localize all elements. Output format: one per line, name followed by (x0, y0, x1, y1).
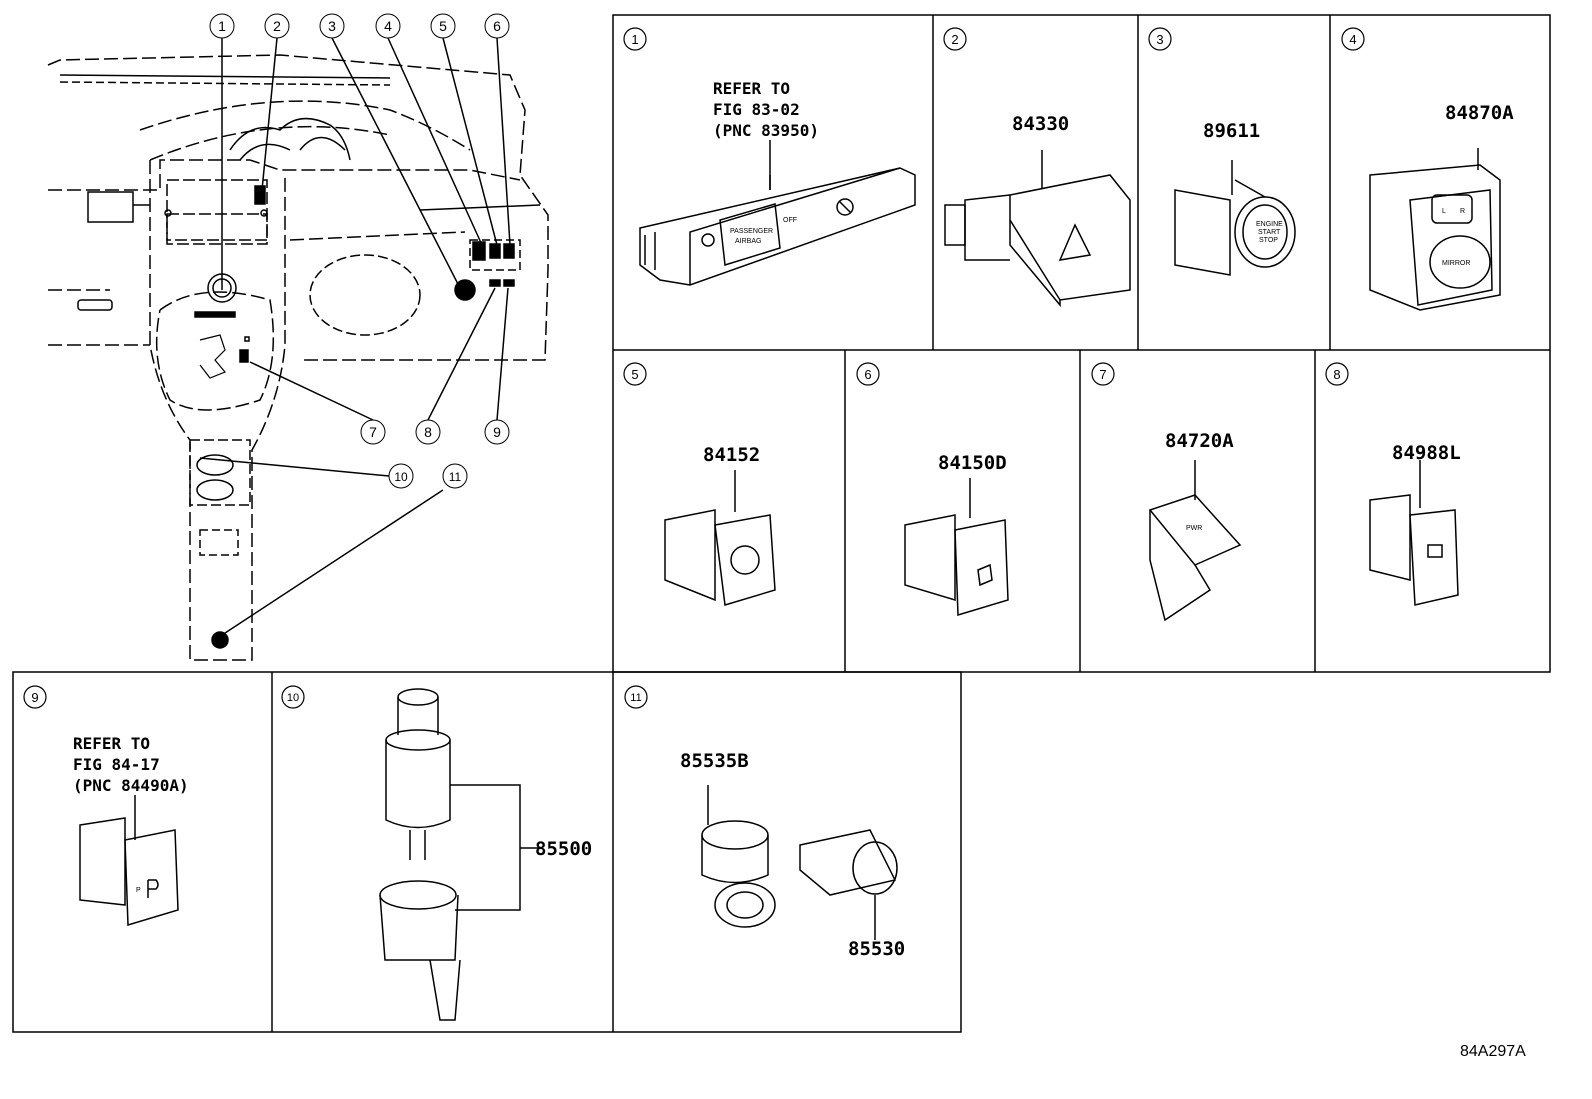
hazard-triangle-icon (1058, 223, 1092, 261)
p7-switch-text: PWR (1186, 525, 1202, 532)
svg-text:8: 8 (424, 424, 432, 440)
svg-text:6: 6 (493, 18, 501, 34)
callout-7: 7 (360, 419, 386, 445)
part-85535B: 85535B (680, 750, 749, 772)
svg-text:11: 11 (630, 692, 641, 704)
hazard-switch-drawing (944, 150, 1131, 308)
svg-text:9: 9 (31, 690, 38, 705)
p3-switch-text-1: ENGINE (1256, 221, 1283, 228)
mirror-switch-drawing (1369, 148, 1501, 311)
p1-switch-text-2: AIRBAG (735, 238, 761, 245)
callout-9: 9 (484, 419, 510, 445)
fog-lamp-switch-drawing (904, 478, 1009, 616)
svg-text:9: 9 (493, 424, 501, 440)
part-89611: 89611 (1203, 120, 1260, 142)
fog-lamp-icon (977, 563, 993, 587)
svg-text:10: 10 (394, 470, 408, 484)
svg-text:3: 3 (1156, 32, 1163, 47)
callout-6: 6 (484, 13, 510, 39)
p9-note-line2: FIG 84-17 (73, 755, 160, 774)
svg-text:4: 4 (384, 18, 392, 34)
callout-10: 10 (388, 463, 414, 489)
svg-text:2: 2 (273, 18, 281, 34)
parking-sensor-switch-drawing (79, 795, 179, 926)
p9-switch-text: P (136, 887, 141, 894)
svg-text:2: 2 (951, 32, 958, 47)
callout-2: 2 (264, 13, 290, 39)
p3-switch-text-2: START (1258, 229, 1281, 236)
svg-text:5: 5 (439, 18, 447, 34)
svg-text:5: 5 (631, 367, 638, 382)
vsc-off-icon (1427, 544, 1443, 558)
callout-4: 4 (375, 13, 401, 39)
p1-note-line1: REFER TO (713, 79, 790, 98)
p9-note-line3: (PNC 84490A) (73, 776, 189, 795)
part-84152: 84152 (703, 444, 760, 466)
power-outlet-drawing (701, 785, 898, 940)
callout-11: 11 (442, 463, 468, 489)
svg-text:4: 4 (1349, 32, 1356, 47)
parking-sensor-icon (147, 879, 159, 898)
part-84988L: 84988L (1392, 442, 1461, 464)
svg-text:7: 7 (369, 424, 377, 440)
part-84870A: 84870A (1445, 102, 1514, 124)
p1-switch-text-1: PASSENGER (730, 228, 773, 235)
part-84720A: 84720A (1165, 430, 1234, 452)
callout-8: 8 (415, 419, 441, 445)
svg-text:8: 8 (1333, 367, 1340, 382)
airbag-indicator-drawing (639, 140, 916, 286)
p1-switch-text-3: OFF (783, 217, 797, 224)
p1-note-line2: FIG 83-02 (713, 100, 800, 119)
p1-note-line3: (PNC 83950) (713, 121, 819, 140)
power-mode-switch-drawing (1148, 460, 1242, 622)
p9-note-line1: REFER TO (73, 734, 150, 753)
svg-text:3: 3 (328, 18, 336, 34)
p4-switch-text-r: R (1460, 208, 1465, 215)
figure-code: 84A297A (1460, 1043, 1526, 1060)
svg-text:6: 6 (864, 367, 871, 382)
svg-text:1: 1 (631, 32, 638, 47)
cigarette-lighter-drawing (379, 688, 540, 1021)
p3-switch-text-3: STOP (1259, 237, 1278, 244)
part-84150D: 84150D (938, 452, 1007, 474)
airbag-off-icon (836, 198, 854, 216)
part-labels: REFER TO FIG 83-02 (PNC 83950) PASSENGER… (73, 79, 1526, 1060)
engine-start-button-drawing (1174, 160, 1296, 276)
panel-callout-numbers: 1 2 3 4 5 6 7 8 9 10 11 (31, 32, 1356, 705)
svg-text:1: 1 (218, 18, 226, 34)
dashboard-overview (47, 37, 549, 661)
part-85530: 85530 (848, 938, 905, 960)
panel-callouts (23, 27, 1365, 709)
headlamp-leveling-icon (730, 545, 760, 575)
vsc-off-switch-drawing (1369, 460, 1459, 606)
callout-1: 1 (209, 13, 235, 39)
svg-text:11: 11 (449, 470, 462, 484)
svg-text:10: 10 (287, 692, 299, 704)
overview-callouts: 1 2 3 4 5 6 7 8 9 10 11 (209, 13, 510, 489)
part-85500: 85500 (535, 838, 592, 860)
callout-3: 3 (319, 13, 345, 39)
p4-switch-text-mirror: MIRROR (1442, 260, 1470, 267)
p4-switch-text-l: L (1442, 208, 1446, 215)
svg-text:7: 7 (1099, 367, 1106, 382)
headlamp-level-switch-drawing (664, 470, 776, 606)
part-84330: 84330 (1012, 113, 1069, 135)
callout-5: 5 (430, 13, 456, 39)
panel-grid (12, 14, 1551, 1033)
